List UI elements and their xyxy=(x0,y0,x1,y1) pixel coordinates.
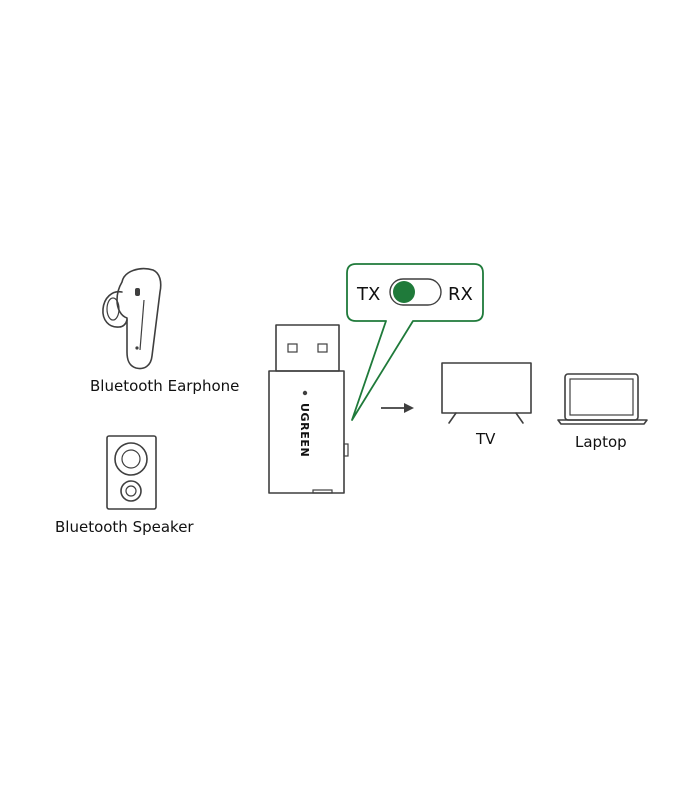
mode-toggle[interactable] xyxy=(389,278,442,306)
earbud-icon xyxy=(102,267,162,370)
arrow-right-icon xyxy=(381,403,414,413)
mode-rx-label: RX xyxy=(448,284,473,305)
mode-toggle-knob xyxy=(393,281,415,303)
speaker-icon xyxy=(106,435,157,510)
mode-tx-label: TX xyxy=(356,284,380,305)
mode-switch-callout xyxy=(346,263,484,421)
usb-adapter xyxy=(268,324,349,494)
laptop-label: Laptop xyxy=(575,433,627,451)
tv-label: TV xyxy=(475,430,496,448)
callout-bubble xyxy=(346,263,484,421)
laptop-icon xyxy=(557,373,648,425)
earphone-label: Bluetooth Earphone xyxy=(90,377,239,395)
earbud-tip xyxy=(102,290,128,328)
speaker-label: Bluetooth Speaker xyxy=(55,518,194,536)
adapter-brand: UGREEN xyxy=(298,403,311,457)
tv-icon xyxy=(441,362,532,424)
